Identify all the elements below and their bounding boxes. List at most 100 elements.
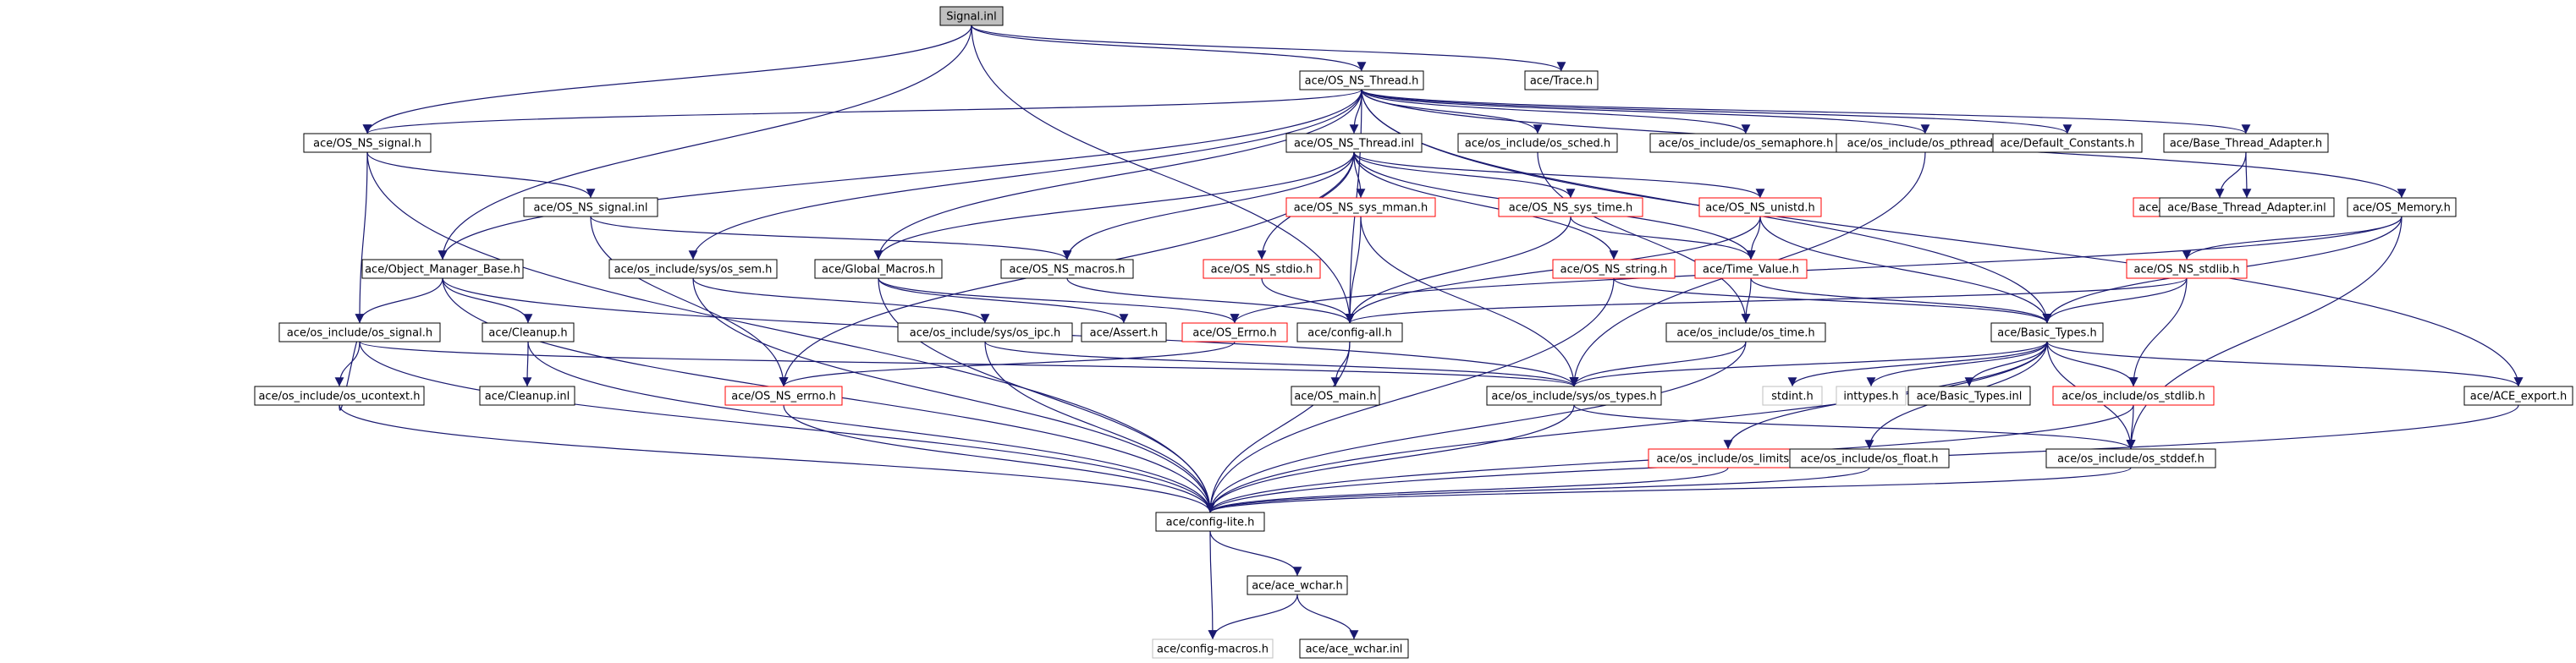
edge-signal_inl-to-os_ns_signal_h — [362, 25, 972, 134]
edge-base_thread_adapter_h-to-base_thread_adapter_inl — [2242, 151, 2252, 199]
node-time-value-h[interactable]: ace/Time_Value.h — [1694, 259, 1808, 279]
node-cleanup-inl[interactable]: ace/Cleanup.inl — [479, 386, 575, 406]
edge-cleanup_h-to-cleanup_inl — [522, 341, 532, 387]
node-box — [608, 259, 778, 279]
edge-base_thread_adapter_h-to-os_log_msg_attributes_h — [2215, 151, 2247, 199]
node-os-ns-stdlib-h[interactable]: ace/OS_NS_stdlib.h — [2126, 259, 2248, 279]
node-box — [361, 259, 524, 279]
node-os-ns-string-h[interactable]: ace/OS_NS_string.h — [1552, 259, 1676, 279]
node-cleanup-h[interactable]: ace/Cleanup.h — [482, 322, 575, 342]
node-os-errno-h[interactable]: ace/OS_Errno.h — [1181, 322, 1288, 342]
node-label: ace/OS_NS_unistd.h — [1705, 202, 1815, 215]
node-os-ns-signal-h[interactable]: ace/OS_NS_signal.h — [303, 133, 432, 153]
node-box — [1457, 133, 1618, 153]
node-os-stdlib-h[interactable]: ace/os_include/os_stdlib.h — [2052, 386, 2215, 406]
node-object-manager-base-h[interactable]: ace/Object_Manager_Base.h — [361, 259, 524, 279]
node-box — [254, 386, 425, 406]
node-os-ns-stdio-h[interactable]: ace/OS_NS_stdio.h — [1203, 259, 1321, 279]
edge-global_macros_h-to-os_errno_h — [878, 277, 1240, 324]
node-box — [278, 322, 441, 342]
node-os-sem-h[interactable]: ace/os_include/sys/os_sem.h — [608, 259, 778, 279]
node-global-macros-h[interactable]: ace/Global_Macros.h — [814, 259, 943, 279]
edge-os_ns_unistd_h-to-time_value_h — [1746, 216, 1761, 260]
edge-os_ns_signal_inl-to-os_ns_macros_h — [590, 216, 1072, 260]
node-os-main-h[interactable]: ace/OS_main.h — [1291, 386, 1380, 406]
node-os-memory-h[interactable]: ace/OS_Memory.h — [2347, 197, 2457, 217]
node-os-time-h[interactable]: ace/os_include/os_time.h — [1665, 322, 1826, 342]
node-label: ace/config-all.h — [1307, 327, 1392, 340]
edge-os_sem_h-to-config_lite_h — [692, 277, 1215, 513]
node-os-stddef-h[interactable]: ace/os_include/os_stddef.h — [2045, 448, 2216, 468]
node-default-constants-h[interactable]: ace/Default_Constants.h — [1992, 133, 2143, 153]
node-label: ace/Global_Macros.h — [822, 264, 935, 277]
node-label: ace/os_include/sys/os_sem.h — [614, 264, 773, 277]
node-os-signal-h[interactable]: ace/os_include/os_signal.h — [278, 322, 441, 342]
node-os-ns-sys-time-h[interactable]: ace/OS_NS_sys_time.h — [1498, 197, 1643, 217]
node-ace-export-h[interactable]: ace/ACE_export.h — [2463, 386, 2573, 406]
node-os-ipc-h[interactable]: ace/os_include/sys/os_ipc.h — [897, 322, 1073, 342]
edge-basic_types_h-to-stdint_h — [1787, 341, 2048, 387]
node-os-ns-thread-inl[interactable]: ace/OS_NS_Thread.inl — [1285, 133, 1423, 153]
node-os-ns-signal-inl[interactable]: ace/OS_NS_signal.inl — [523, 197, 658, 217]
node-base-thread-adapter-h[interactable]: ace/Base_Thread_Adapter.h — [2163, 133, 2329, 153]
node-basic-types-inl[interactable]: ace/Basic_Types.inl — [1907, 386, 2031, 406]
node-label: ace/OS_NS_signal.h — [313, 138, 421, 151]
node-os-limits-h[interactable]: ace/os_include/os_limits.h — [1648, 448, 1808, 468]
node-os-pthread-h[interactable]: ace/os_include/os_pthread.h — [1836, 133, 2015, 153]
node-label: ace/os_include/os_sched.h — [1465, 138, 1610, 151]
node-os-float-h[interactable]: ace/os_include/os_float.h — [1789, 448, 1950, 468]
node-base-thread-adapter-inl[interactable]: ace/Base_Thread_Adapter.inl — [2159, 197, 2335, 217]
edge-os_float_h-to-config_lite_h — [1205, 467, 1870, 513]
edge-os_memory_h-to-os_stddef_h — [2126, 216, 2403, 450]
node-os-sched-h[interactable]: ace/os_include/os_sched.h — [1457, 133, 1618, 153]
node-os-ns-sys-mman-h[interactable]: ace/OS_NS_sys_mman.h — [1285, 197, 1436, 217]
node-inttypes-h[interactable]: inttypes.h — [1836, 386, 1907, 406]
node-box — [523, 197, 658, 217]
node-box — [1990, 322, 2104, 342]
node-ace-wchar-h[interactable]: ace/ace_wchar.h — [1247, 575, 1348, 595]
node-label: ace/Object_Manager_Base.h — [365, 264, 520, 277]
node-os-ns-errno-h[interactable]: ace/OS_NS_errno.h — [724, 386, 843, 406]
edge-os_signal_h-to-os_types_h — [359, 341, 1578, 387]
node-box — [1181, 322, 1288, 342]
node-trace-h[interactable]: ace/Trace.h — [1524, 70, 1599, 90]
edge-os_errno_h-to-os_ns_errno_h — [779, 341, 1236, 387]
node-box — [2163, 133, 2329, 153]
edge-os_ns_thread_inl-to-os_ns_string_h — [1353, 151, 1619, 260]
node-assert-h[interactable]: ace/Assert.h — [1081, 322, 1167, 342]
node-label: ace/os_include/os_limits.h — [1656, 453, 1799, 466]
node-os-ns-thread-h[interactable]: ace/OS_NS_Thread.h — [1299, 70, 1424, 90]
node-label: ace/OS_NS_string.h — [1560, 264, 1668, 277]
node-basic-types-h[interactable]: ace/Basic_Types.h — [1990, 322, 2104, 342]
node-os-ucontext-h[interactable]: ace/os_include/os_ucontext.h — [254, 386, 425, 406]
edge-os_signal_h-to-os_ucontext_h — [334, 341, 361, 387]
edge-os_ns_thread_h-to-os_sem_h — [688, 89, 1362, 260]
node-label: ace/Base_Thread_Adapter.inl — [2167, 202, 2326, 215]
node-ace-wchar-inl[interactable]: ace/ace_wchar.inl — [1299, 638, 1409, 659]
node-config-macros-h[interactable]: ace/config-macros.h — [1152, 638, 1274, 659]
node-box — [1992, 133, 2143, 153]
node-signal-inl[interactable]: Signal.inl — [939, 6, 1004, 26]
edge-os_time_h-to-os_types_h — [1569, 341, 1747, 387]
node-label: ace/os_include/os_pthread.h — [1847, 138, 2004, 151]
edge-os_limits_h-to-config_lite_h — [1205, 467, 1729, 513]
node-os-ns-macros-h[interactable]: ace/OS_NS_macros.h — [1000, 259, 1134, 279]
node-label: ace/OS_main.h — [1294, 391, 1376, 403]
edge-os_ns_thread_inl-to-os_ns_sys_time_h — [1353, 151, 1576, 199]
node-label: ace/Basic_Types.h — [1997, 327, 2096, 340]
node-label: ace/os_include/sys/os_ipc.h — [910, 327, 1060, 340]
node-config-lite-h[interactable]: ace/config-lite.h — [1155, 512, 1265, 532]
edge-os_ns_sys_time_h-to-config_all_h — [1345, 216, 1571, 324]
node-config-all-h[interactable]: ace/config-all.h — [1296, 322, 1403, 342]
node-label: ace/Cleanup.h — [488, 327, 567, 340]
node-label: stdint.h — [1771, 391, 1813, 403]
edge-signal_inl-to-object_manager_base_h — [438, 25, 972, 260]
node-box — [1762, 386, 1823, 406]
node-stdint-h[interactable]: stdint.h — [1762, 386, 1823, 406]
edge-os_ns_sys_mman_h-to-os_types_h — [1360, 216, 1579, 387]
edge-os_signal_h-to-config_lite_h — [359, 341, 1215, 513]
node-os-ns-unistd-h[interactable]: ace/OS_NS_unistd.h — [1698, 197, 1822, 217]
edge-config_all_h-to-config_lite_h — [1205, 341, 1351, 513]
node-os-types-h[interactable]: ace/os_include/sys/os_types.h — [1486, 386, 1662, 406]
node-os-semaphore-h[interactable]: ace/os_include/os_semaphore.h — [1649, 133, 1842, 153]
